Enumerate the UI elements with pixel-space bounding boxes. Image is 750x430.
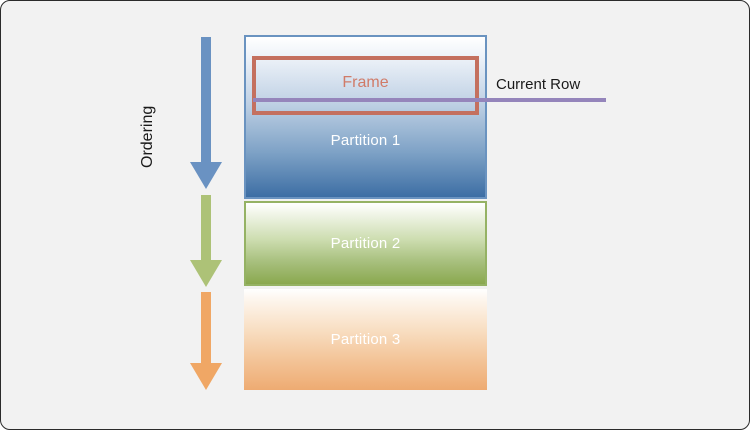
ordering-arrow-green: [190, 195, 222, 287]
frame-label: Frame: [342, 74, 389, 91]
ordering-arrow-blue: [190, 37, 222, 189]
arrow-shaft: [201, 37, 211, 162]
arrow-shaft: [201, 292, 211, 363]
ordering-label: Ordering: [139, 105, 156, 168]
frame-box: Frame: [252, 56, 479, 115]
partition-2-box: Partition 2: [244, 201, 487, 286]
partition-3-label: Partition 3: [330, 331, 401, 348]
partition-3-box: Partition 3: [244, 289, 487, 390]
partition-1-box: Partition 1: [244, 35, 487, 199]
arrow-head-icon: [190, 162, 222, 189]
current-row-line: [253, 98, 606, 102]
partition-1-label: Partition 1: [330, 131, 401, 149]
ordering-arrow-orange: [190, 292, 222, 390]
arrow-shaft: [201, 195, 211, 260]
partition-2-label: Partition 2: [330, 235, 401, 252]
arrow-head-icon: [190, 363, 222, 390]
current-row-label: Current Row: [496, 76, 581, 93]
arrow-head-icon: [190, 260, 222, 287]
